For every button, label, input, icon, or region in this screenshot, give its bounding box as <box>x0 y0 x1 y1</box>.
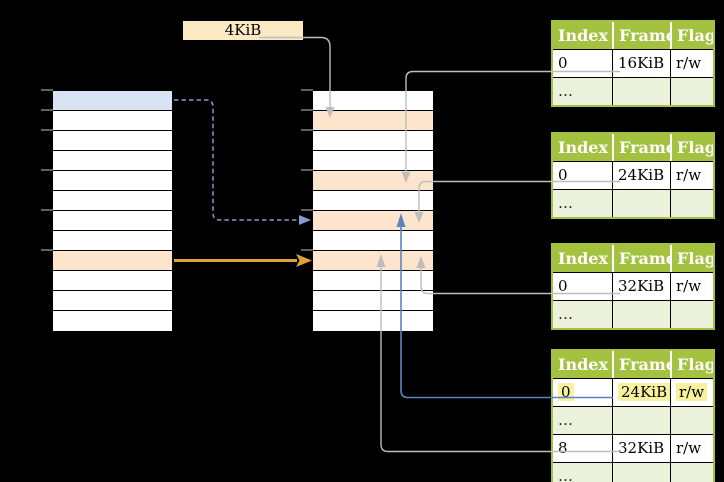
physical-memory-row <box>313 91 433 111</box>
physical-memory-row <box>313 251 433 271</box>
column-header-flags: Flags <box>670 22 713 49</box>
highlighted-value: 0 <box>558 383 574 401</box>
entry-cell: … <box>558 194 574 212</box>
entry-cell: 16KiB <box>612 50 670 77</box>
column-header-frame: Frame <box>612 22 670 49</box>
physical-memory-row <box>313 111 433 131</box>
virtual-memory-row <box>53 271 172 291</box>
entry-cell: 24KiB <box>612 162 670 189</box>
entry-cell: 24KiB <box>612 379 670 406</box>
physical-memory-row <box>313 211 433 231</box>
physical-memory-row <box>313 311 433 331</box>
entry-cell <box>670 190 713 217</box>
column-header-index: Index <box>558 138 609 157</box>
page-table-2: IndexFrameFlags 0 24KiBr/w … <box>551 132 715 219</box>
physical-memory-row <box>313 231 433 251</box>
page-table-entry-row: … <box>553 300 713 328</box>
virtual-memory-row <box>53 171 172 191</box>
virtual-memory-row <box>53 231 172 251</box>
entry-cell: … <box>558 82 574 100</box>
entry-cell <box>612 78 670 105</box>
entry-cell <box>612 407 670 434</box>
page-table-3: IndexFrameFlags 0 32KiBr/w … <box>551 243 715 330</box>
column-header-frame: Frame <box>612 245 670 272</box>
entry-cell: r/w <box>670 435 713 462</box>
page-table-1: IndexFrameFlags 0 16KiBr/w … <box>551 20 715 107</box>
physical-memory-row <box>313 131 433 151</box>
virtual-memory-row <box>53 111 172 131</box>
virtual-memory-row <box>53 251 172 271</box>
entry-cell <box>612 190 670 217</box>
page-table-entry-row: … <box>553 462 713 482</box>
entry-cell <box>670 78 713 105</box>
entry-cell: 8 <box>558 439 568 457</box>
physical-memory-row <box>313 151 433 171</box>
table-header-row: IndexFrameFlags <box>553 134 713 161</box>
virtual-memory-row <box>53 131 172 151</box>
table-header-row: IndexFrameFlags <box>553 245 713 272</box>
physical-memory-table <box>312 90 434 332</box>
page-table-entry-row: … <box>553 406 713 434</box>
entry-cell: … <box>558 467 574 482</box>
entry-cell: r/w <box>670 273 713 300</box>
entry-cell <box>670 407 713 434</box>
entry-cell: 0 <box>558 166 568 184</box>
virtual-memory-row <box>53 91 172 111</box>
virtual-memory-table <box>52 90 173 332</box>
column-header-index: Index <box>558 26 609 45</box>
entry-cell: 0 <box>558 277 568 295</box>
table-header-row: IndexFrameFlags <box>553 22 713 49</box>
highlighted-value: 24KiB <box>618 383 670 401</box>
column-header-index: Index <box>558 249 609 268</box>
entry-cell: 32KiB <box>612 435 670 462</box>
arrow-virtual-page32-to-frame32 <box>174 254 312 267</box>
arrow-virtual-page0-to-frame24 <box>174 99 311 225</box>
physical-memory-row <box>313 271 433 291</box>
virtual-memory-row <box>53 191 172 211</box>
entry-cell: … <box>558 305 574 323</box>
entry-cell: r/w <box>670 162 713 189</box>
table-header-row: IndexFrameFlags <box>553 351 713 378</box>
page-table-entry-row: … <box>553 77 713 105</box>
page-size-label: 4KiB <box>183 21 303 40</box>
column-header-flags: Flags <box>670 134 713 161</box>
physical-memory-row <box>313 191 433 211</box>
entry-cell: r/w <box>670 50 713 77</box>
page-table-entry-row: 0 24KiB r/w <box>553 378 713 406</box>
column-header-frame: Frame <box>612 134 670 161</box>
highlighted-value: r/w <box>676 383 708 401</box>
entry-cell: r/w <box>670 379 713 406</box>
column-header-flags: Flags <box>670 245 713 272</box>
entry-cell: 0 <box>558 54 568 72</box>
entry-cell <box>612 463 670 482</box>
column-header-flags: Flags <box>670 351 713 378</box>
entry-cell: … <box>558 411 574 429</box>
entry-cell <box>612 301 670 328</box>
column-header-frame: Frame <box>612 351 670 378</box>
column-header-index: Index <box>558 355 609 374</box>
entry-cell <box>670 301 713 328</box>
virtual-memory-row <box>53 151 172 171</box>
physical-memory-row <box>313 171 433 191</box>
page-table-entry-row: … <box>553 189 713 217</box>
entry-cell: 0 <box>553 379 612 406</box>
entry-cell <box>670 463 713 482</box>
virtual-memory-row <box>53 211 172 231</box>
virtual-memory-row <box>53 311 172 331</box>
virtual-memory-row <box>53 291 172 311</box>
page-table-4: IndexFrameFlags024KiBr/w…832KiBr/w… <box>551 349 715 482</box>
physical-memory-row <box>313 291 433 311</box>
entry-cell: 32KiB <box>612 273 670 300</box>
